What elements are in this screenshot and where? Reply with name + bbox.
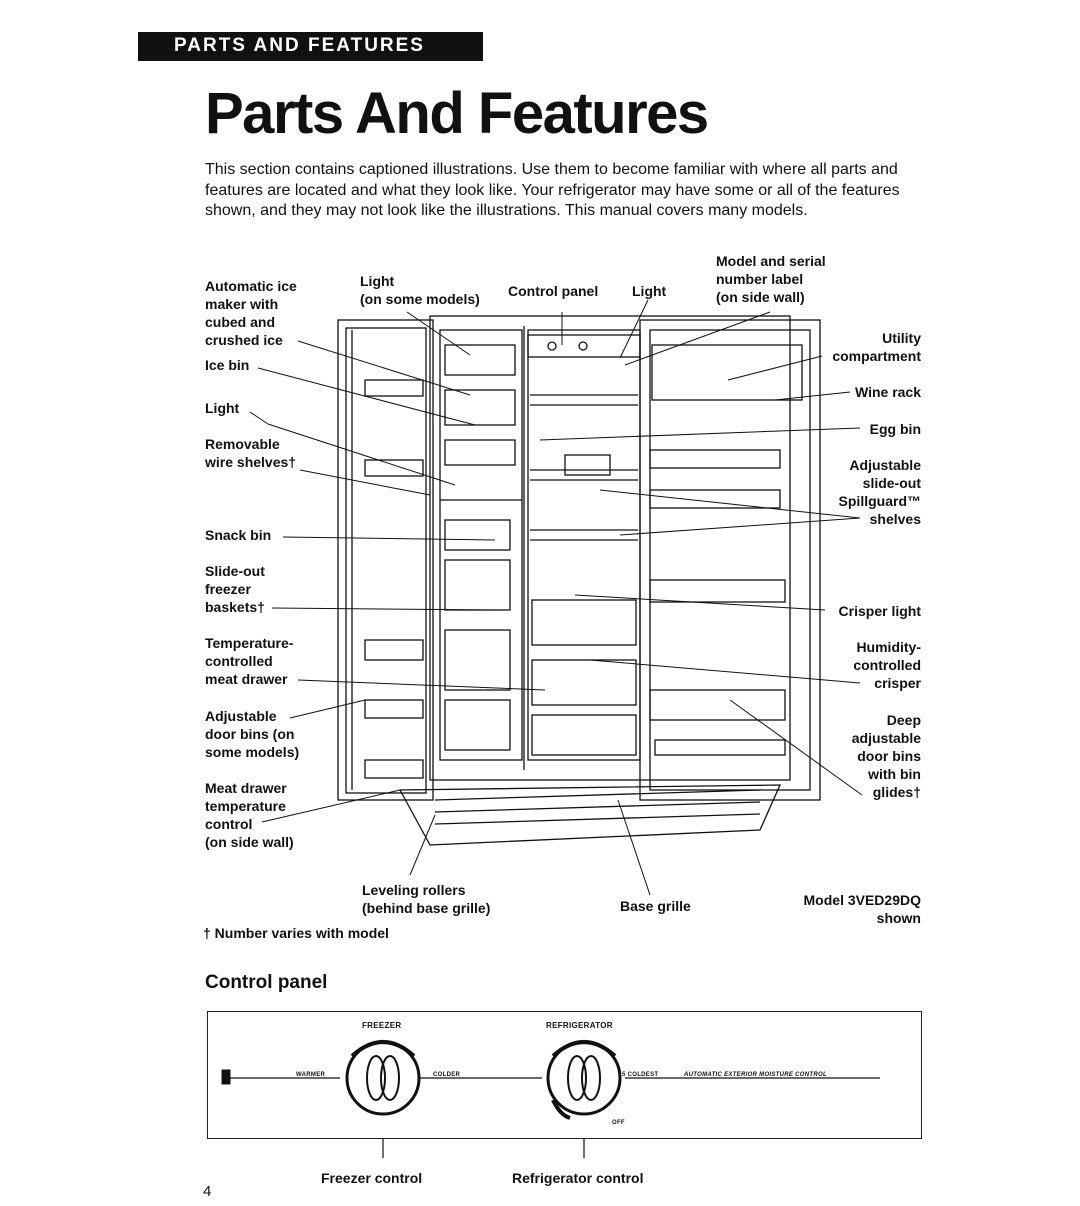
label-ice-bin: Ice bin xyxy=(205,357,250,373)
colder-label: COLDER xyxy=(433,1072,461,1078)
label-meat-drawer-control: Meat drawer temperature control (on side… xyxy=(205,780,294,850)
label-control-panel: Control panel xyxy=(508,283,599,299)
label-wire-shelves: Removable wire shelves† xyxy=(205,436,297,470)
label-egg-bin: Egg bin xyxy=(869,421,921,437)
label-deep-door-bins: Deep adjustable door bins with bin glide… xyxy=(851,712,921,800)
label-base-grille: Base grille xyxy=(620,898,691,914)
label-model-shown: Model 3VED29DQ shown xyxy=(803,892,921,926)
moisture-control-label: AUTOMATIC EXTERIOR MOISTURE CONTROL xyxy=(684,1072,827,1078)
refrigerator-control-label: Refrigerator control xyxy=(512,1170,644,1186)
label-light-top: Light xyxy=(632,283,667,299)
label-leveling-rollers: Leveling rollers (behind base grille) xyxy=(362,882,491,916)
label-wine-rack: Wine rack xyxy=(854,384,921,400)
warmer-label: WARMER xyxy=(296,1072,326,1078)
label-meat-drawer: Temperature- controlled meat drawer xyxy=(205,635,294,687)
section-header-tab: PARTS AND FEATURES xyxy=(138,32,483,60)
freezer-door-outline xyxy=(337,319,434,801)
label-automatic-ice-maker: Automatic ice maker with cubed and crush… xyxy=(205,278,297,348)
off-label: OFF xyxy=(612,1120,625,1126)
leader-lines xyxy=(249,299,863,896)
page-number: 4 xyxy=(203,1183,212,1200)
control-panel-heading: Control panel xyxy=(205,972,328,993)
control-panel-diagram xyxy=(207,1011,922,1139)
refrigerator-dial-label: REFRIGERATOR xyxy=(546,1021,613,1030)
label-light-left: Light xyxy=(205,400,240,416)
label-model-serial: Model and serial number label (on side w… xyxy=(716,253,826,305)
intro-paragraph: This section contains captioned illustra… xyxy=(205,161,900,219)
freezer-dial-label: FREEZER xyxy=(362,1021,402,1030)
section-header-label: PARTS AND FEATURES xyxy=(174,35,425,56)
label-crisper-light: Crisper light xyxy=(838,603,921,619)
label-humidity-crisper: Humidity- controlled crisper xyxy=(853,639,921,691)
label-snack-bin: Snack bin xyxy=(205,527,272,543)
header-rule xyxy=(138,59,483,61)
fresh-food-door-outline xyxy=(639,319,821,801)
label-light-some-models: Light (on some models) xyxy=(360,273,480,307)
freezer-control-label: Freezer control xyxy=(321,1170,423,1186)
label-utility-compartment: Utility compartment xyxy=(832,330,921,364)
label-freezer-baskets: Slide-out freezer baskets† xyxy=(205,563,265,615)
footnote: † Number varies with model xyxy=(203,925,389,941)
coldest-label: 5 COLDEST xyxy=(622,1072,659,1078)
page-title: Parts And Features xyxy=(205,81,709,146)
label-adjustable-door-bins: Adjustable door bins (on some models) xyxy=(205,708,300,760)
cabinet-outline xyxy=(429,315,791,781)
label-spillguard-shelves: Adjustable slide-out Spillguard™ shelves xyxy=(838,457,921,527)
